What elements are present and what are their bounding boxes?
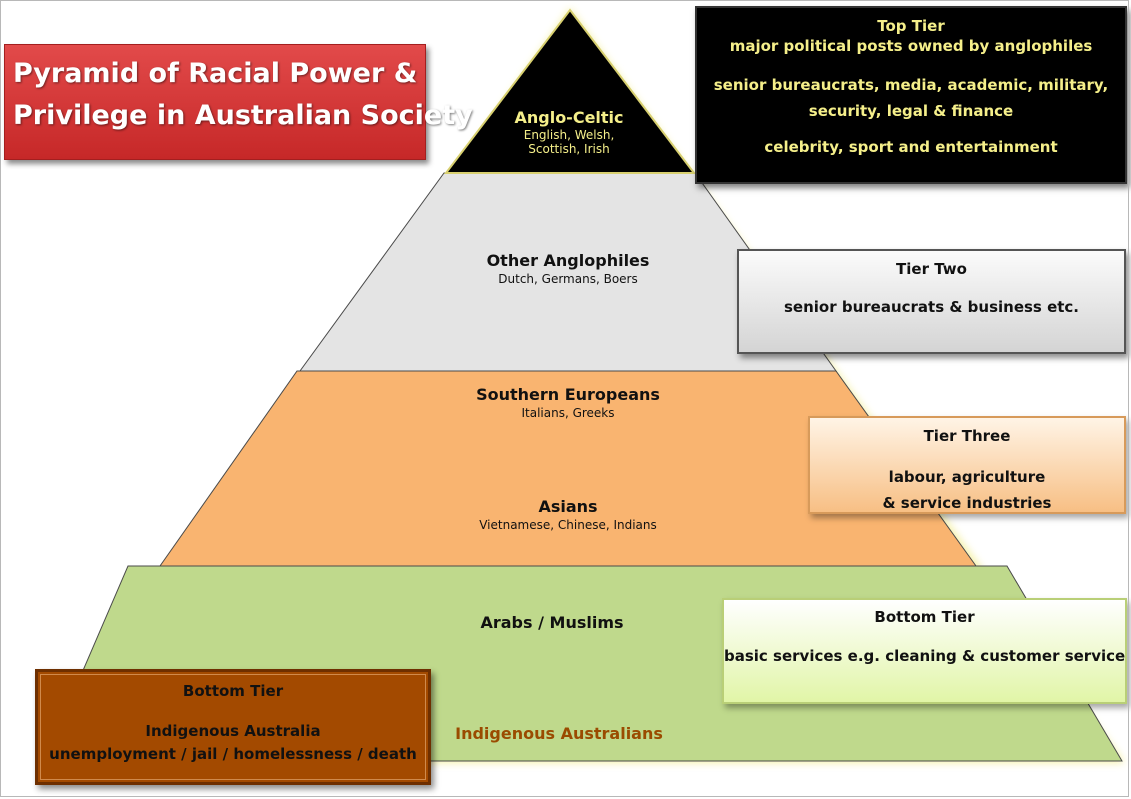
tier-three-line-2: & service industries xyxy=(882,494,1052,512)
level-4a-label: Arabs / Muslims xyxy=(480,613,623,632)
level-3a-label: Southern Europeans Italians, Greeks xyxy=(476,385,660,420)
bottom-tier-heading: Bottom Tier xyxy=(874,608,975,626)
top-tier-line-2: senior bureaucrats, media, academic, mil… xyxy=(713,76,1109,94)
top-tier-box: Top Tier major political posts owned by … xyxy=(695,6,1127,184)
tier-two-box: Tier Two senior bureaucrats & business e… xyxy=(737,249,1126,354)
level-3a-title: Southern Europeans xyxy=(476,385,660,404)
level-3b-label: Asians Vietnamese, Chinese, Indians xyxy=(479,497,657,532)
level-2-sub: Dutch, Germans, Boers xyxy=(498,272,638,286)
top-tier-line-4: celebrity, sport and entertainment xyxy=(764,138,1058,156)
apex-sub-2: Scottish, Irish xyxy=(528,142,610,156)
level-3b-sub: Vietnamese, Chinese, Indians xyxy=(479,518,657,532)
apex-label: Anglo-Celtic English, Welsh, Scottish, I… xyxy=(514,108,623,156)
title-line-2: Privilege in Australian Society xyxy=(13,100,473,131)
indigenous-tier-box: Bottom Tier Indigenous Australia unemplo… xyxy=(35,669,431,785)
top-tier-heading: Top Tier xyxy=(877,17,945,35)
indigenous-tier-line-1: Indigenous Australia xyxy=(145,722,321,740)
bottom-tier-box: Bottom Tier basic services e.g. cleaning… xyxy=(722,598,1127,704)
indigenous-tier-line-2: unemployment / jail / homelessness / dea… xyxy=(49,745,417,763)
level-4a-title: Arabs / Muslims xyxy=(480,613,624,632)
pyramid-apex xyxy=(443,8,697,174)
tier-two-heading: Tier Two xyxy=(896,260,967,278)
level-3a-sub: Italians, Greeks xyxy=(521,406,615,420)
title-banner: Pyramid of Racial Power & Privilege in A… xyxy=(4,44,473,160)
level-4b-label: Indigenous Australians xyxy=(455,724,663,743)
top-tier-line-3: security, legal & finance xyxy=(808,102,1014,120)
tier-three-heading: Tier Three xyxy=(923,427,1011,445)
bottom-tier-line-1: basic services e.g. cleaning & customer … xyxy=(724,647,1126,665)
level-3b-title: Asians xyxy=(538,497,598,516)
level-2-title: Other Anglophiles xyxy=(486,251,650,270)
title-line-1: Pyramid of Racial Power & xyxy=(13,58,418,89)
level-4b-title: Indigenous Australians xyxy=(455,724,663,743)
tier-three-box: Tier Three labour, agriculture & service… xyxy=(808,416,1126,514)
tier-two-line-1: senior bureaucrats & business etc. xyxy=(783,298,1080,316)
indigenous-tier-heading: Bottom Tier xyxy=(182,682,284,700)
top-tier-line-1: major political posts owned by anglophil… xyxy=(729,37,1093,55)
apex-title: Anglo-Celtic xyxy=(514,108,624,127)
level-2-label: Other Anglophiles Dutch, Germans, Boers xyxy=(487,251,650,286)
tier-three-line-1: labour, agriculture xyxy=(888,468,1046,486)
apex-sub-1: English, Welsh, xyxy=(523,128,615,142)
